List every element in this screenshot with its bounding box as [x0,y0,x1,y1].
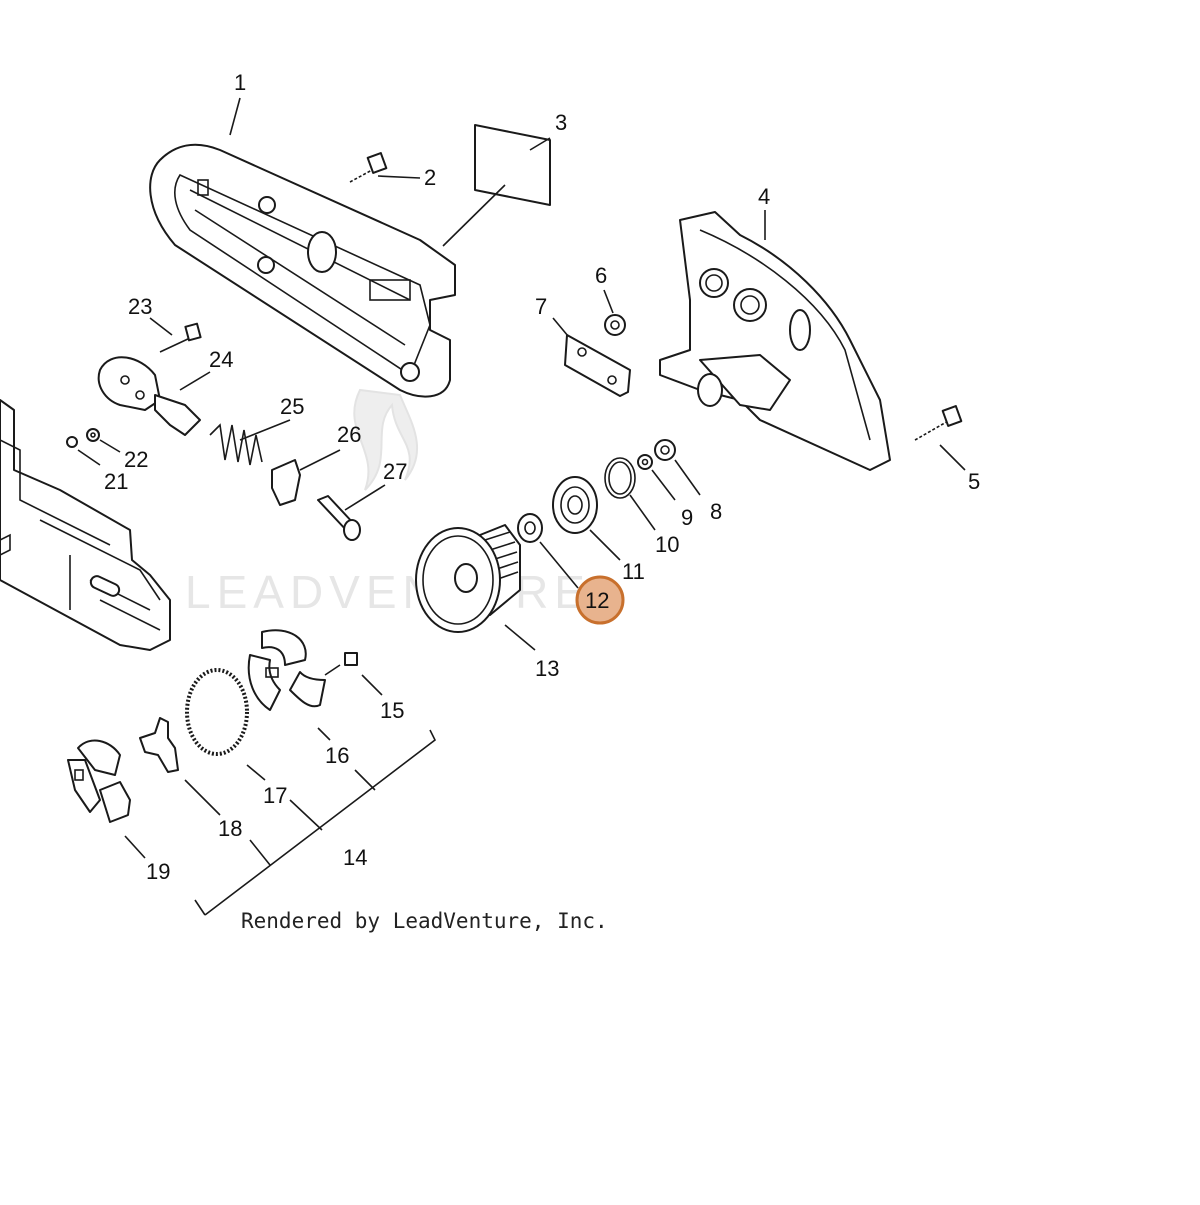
part-11-bearing[interactable] [552,476,598,534]
part-18-clutch-hub[interactable] [139,717,179,773]
callout-6[interactable]: 6 [595,263,607,288]
callout-22[interactable]: 22 [124,447,148,472]
callout-3[interactable]: 3 [555,110,567,135]
callout-labels: 1 2 3 4 5 6 7 8 9 10 11 12 13 14 15 16 1… [104,70,980,884]
callout-24[interactable]: 24 [209,347,233,372]
part-2-bolt[interactable] [349,152,388,183]
part-24-tensioner-bracket[interactable] [97,356,201,436]
callout-14[interactable]: 14 [343,845,367,870]
part-4-clutch-cover[interactable] [659,211,891,471]
watermark-text: LEADVENTURE [185,566,591,618]
callout-12[interactable]: 12 [585,588,609,613]
callout-9[interactable]: 9 [681,505,693,530]
part-1-chain-cover[interactable] [149,143,456,398]
chain-bar-fragment [0,399,171,651]
callout-15[interactable]: 15 [380,698,404,723]
callout-13[interactable]: 13 [535,656,559,681]
leader-lines [77,97,966,916]
part-15-screw[interactable] [324,652,358,676]
part-19-clutch-plates[interactable] [67,739,131,823]
callout-1[interactable]: 1 [234,70,246,95]
callout-4[interactable]: 4 [758,184,770,209]
callout-18[interactable]: 18 [218,816,242,841]
part-26-adjuster[interactable] [271,459,301,506]
part-13-clutch-drum[interactable] [415,524,521,633]
part-23-bolt[interactable] [159,322,202,353]
callout-16[interactable]: 16 [325,743,349,768]
callout-19[interactable]: 19 [146,859,170,884]
callout-5[interactable]: 5 [968,469,980,494]
callout-8[interactable]: 8 [710,499,722,524]
callout-11[interactable]: 11 [622,559,645,584]
credit-text: Rendered by LeadVenture, Inc. [241,909,608,933]
part-6-nut[interactable] [604,314,626,336]
callout-17[interactable]: 17 [263,783,287,808]
callout-21[interactable]: 21 [104,469,128,494]
part-21-screw[interactable] [66,436,78,448]
callout-12-highlight[interactable]: 12 [575,575,625,625]
part-10-snap-ring[interactable] [604,457,636,499]
part-12-bushing[interactable] [517,513,543,543]
part-9-washer[interactable] [637,454,653,470]
part-25-spring[interactable] [209,423,263,466]
callout-27[interactable]: 27 [383,459,407,484]
part-17-clutch-spring[interactable] [185,668,249,756]
part-27-pin[interactable] [317,495,361,541]
part-7-plate[interactable] [564,334,631,397]
callout-23[interactable]: 23 [128,294,152,319]
callout-10[interactable]: 10 [655,532,679,557]
part-5-bolt[interactable] [914,405,963,441]
part-22-washer[interactable] [86,428,100,442]
highlight-circle [575,575,625,625]
callout-26[interactable]: 26 [337,422,361,447]
callout-25[interactable]: 25 [280,394,304,419]
callout-2[interactable]: 2 [424,165,436,190]
part-8-nut[interactable] [654,439,676,461]
watermark: LEADVENTURE [185,388,591,618]
part-3-label[interactable] [474,124,551,206]
part-16-clutch-shoes[interactable] [247,629,326,711]
callout-7[interactable]: 7 [535,294,547,319]
